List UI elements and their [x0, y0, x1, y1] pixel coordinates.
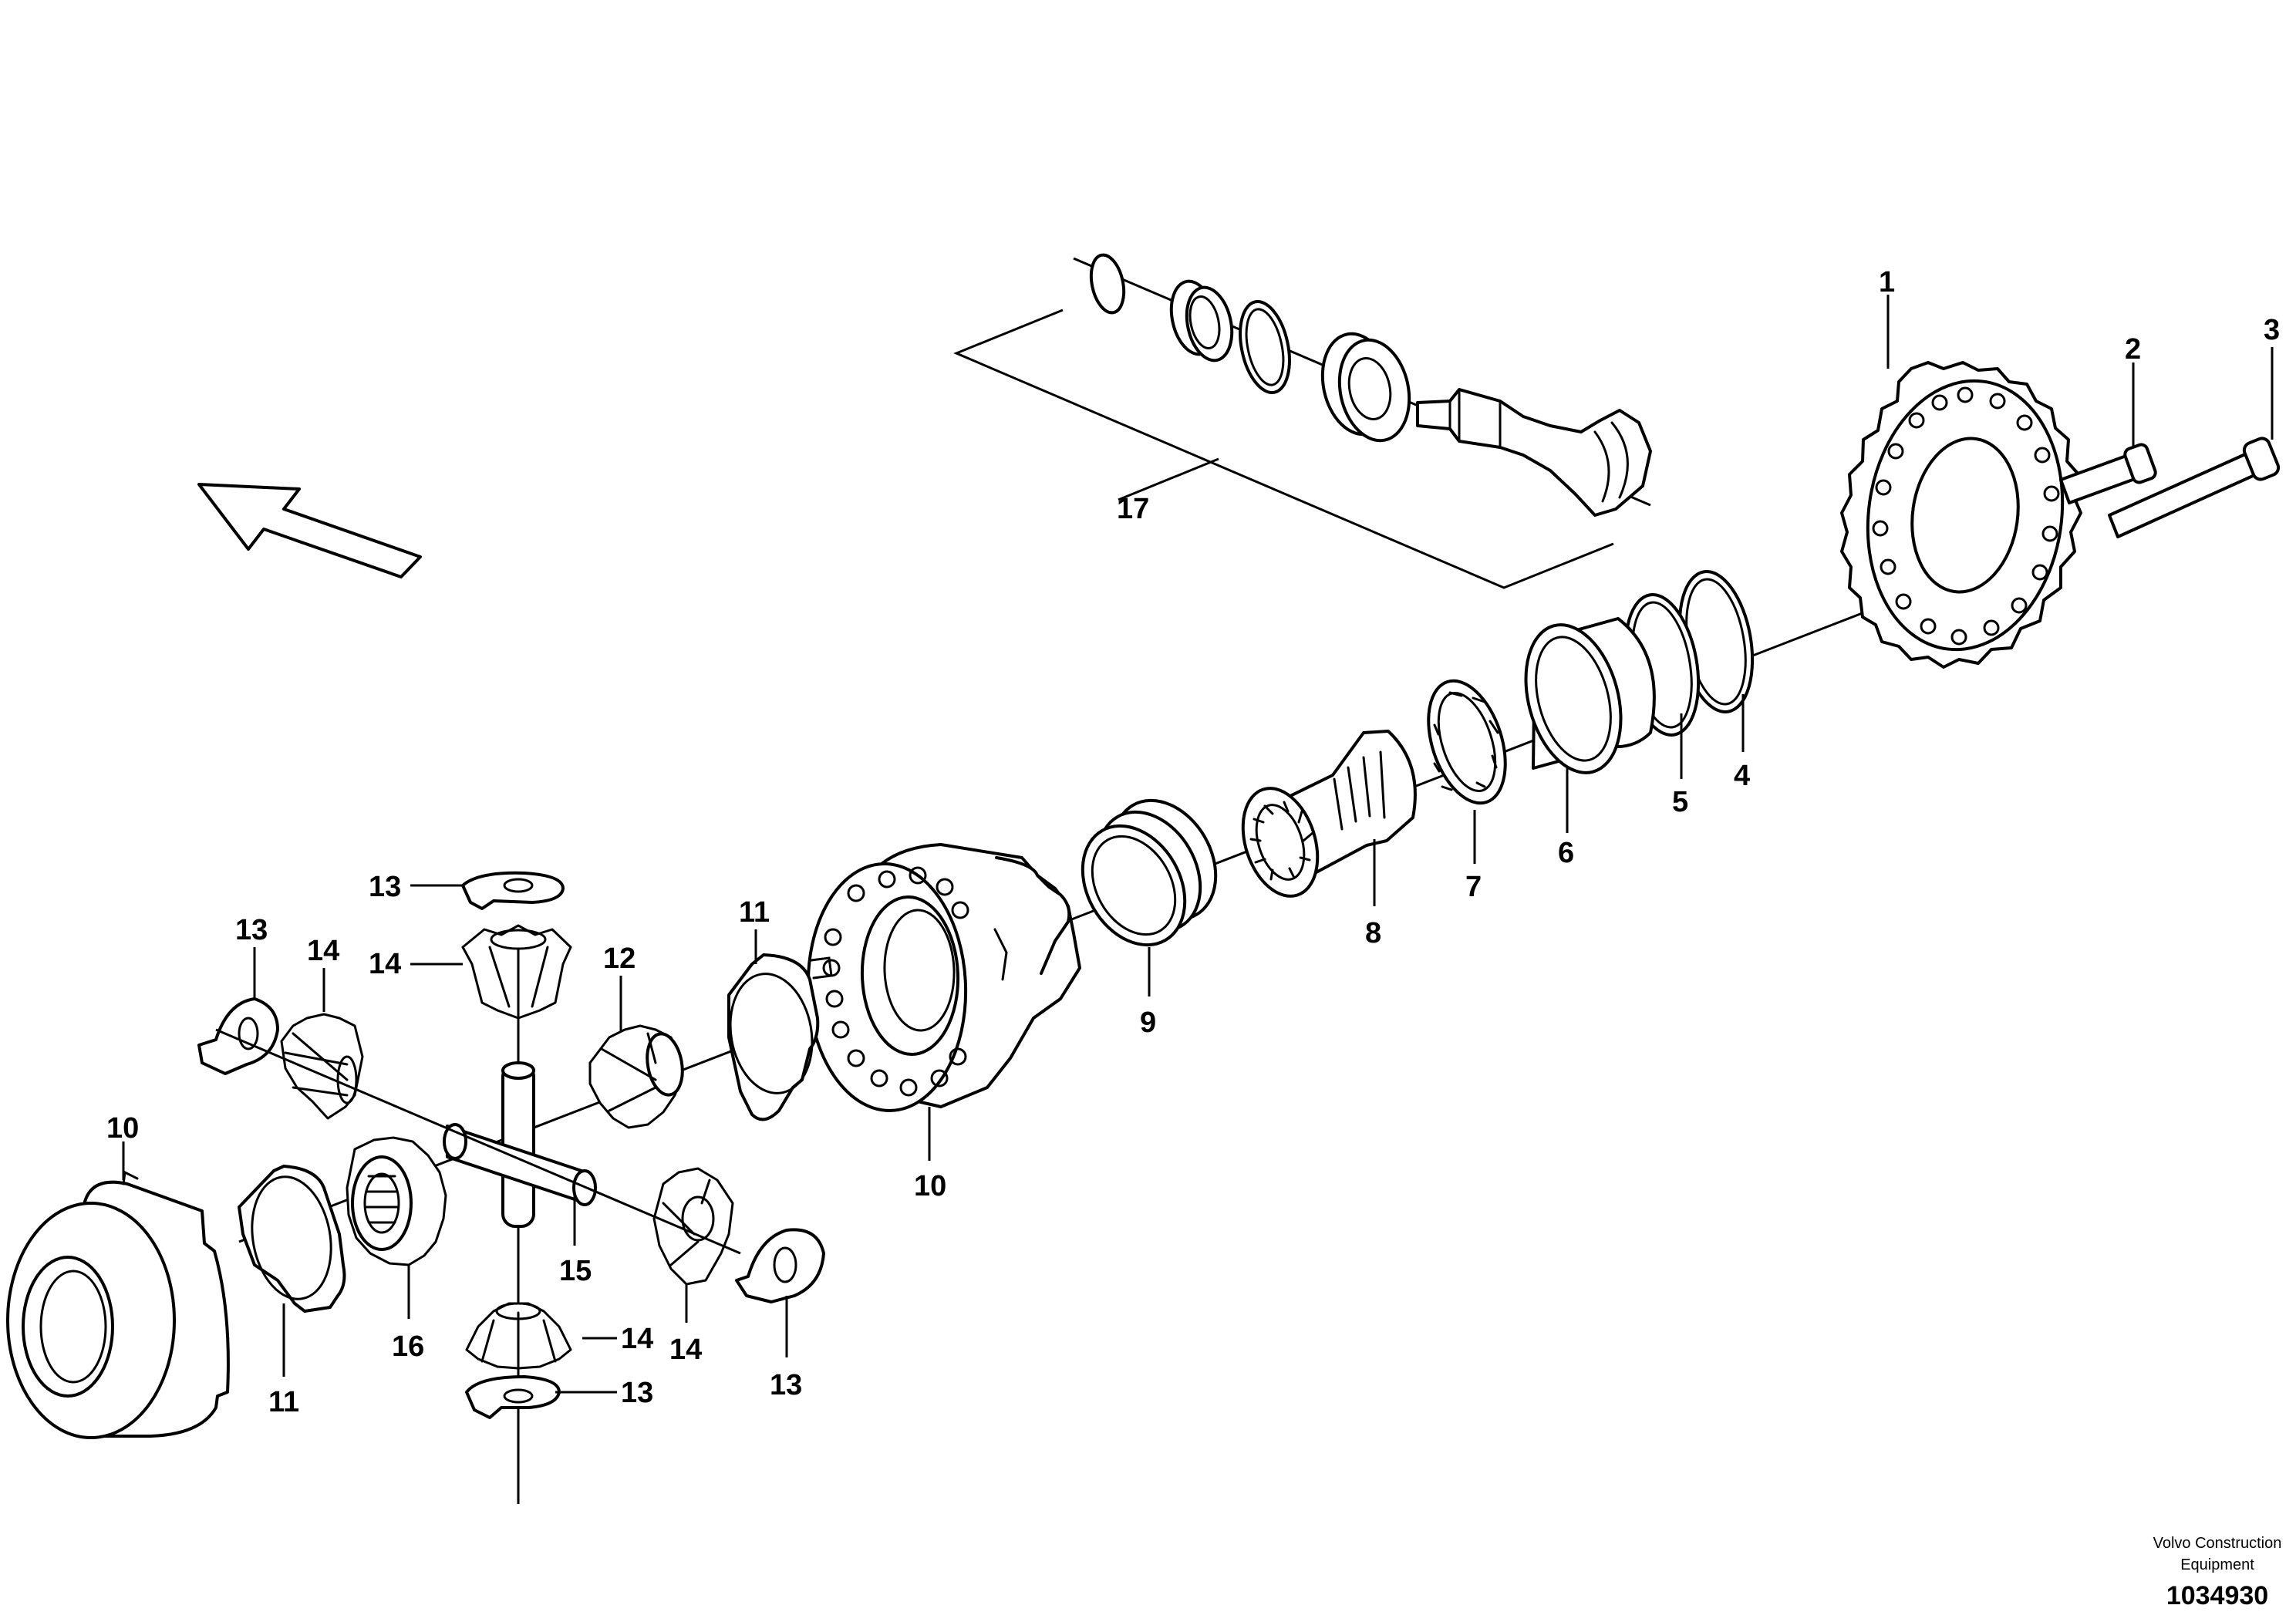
- roller-cage: [1427, 679, 1507, 805]
- callout-14-bottom: 14: [621, 1323, 653, 1355]
- side-gear-washer-right: [727, 953, 820, 1121]
- callout-11-right: 11: [739, 896, 770, 929]
- spider-washer-left: [197, 997, 279, 1075]
- document-number: 1034930: [2166, 1581, 2268, 1610]
- callout-11-left: 11: [268, 1386, 299, 1418]
- spider-gear-bottom: [465, 1302, 572, 1370]
- case-bolt-holes: [822, 866, 969, 1097]
- callout-10-right: 10: [914, 1170, 946, 1202]
- splined-hub: [1241, 730, 1417, 898]
- callout-13-bottom: 13: [621, 1377, 653, 1409]
- callout-7: 7: [1465, 871, 1482, 903]
- callout-13-right: 13: [770, 1369, 802, 1401]
- bolt-long: [2108, 437, 2281, 538]
- callout-14-right: 14: [669, 1334, 702, 1366]
- callout-17: 17: [1117, 493, 1149, 525]
- spider-gear-right: [652, 1167, 734, 1286]
- differential-case-right: [806, 843, 1081, 1112]
- front-direction-arrow-icon: [197, 483, 422, 578]
- leader-lines: [122, 295, 2274, 1394]
- spider-gear-top: [461, 924, 572, 1020]
- bolt-short: [2059, 443, 2157, 504]
- pinion-assembly: [953, 253, 1652, 589]
- spider-washer-right: [735, 1228, 825, 1303]
- spider-gear-left: [280, 1013, 364, 1120]
- crown-wheel-bolt-holes: [1872, 386, 2060, 646]
- callout-5: 5: [1672, 786, 1688, 818]
- callout-3: 3: [2264, 314, 2280, 346]
- callout-16: 16: [392, 1330, 424, 1363]
- callout-2: 2: [2125, 333, 2141, 366]
- crown-wheel: [1840, 361, 2082, 669]
- callout-6: 6: [1558, 837, 1574, 869]
- spider-cross: [443, 964, 597, 1504]
- credit-line-2: Equipment: [2180, 1556, 2254, 1573]
- callout-8: 8: [1365, 917, 1381, 949]
- callout-4: 4: [1734, 760, 1750, 792]
- callout-13-top: 13: [369, 871, 401, 903]
- differential-case-left: [6, 1170, 230, 1439]
- side-gear-right: [588, 1024, 684, 1129]
- callout-10-left: 10: [106, 1112, 139, 1145]
- callout-9: 9: [1140, 1007, 1156, 1039]
- callout-14-top: 14: [369, 948, 401, 980]
- bearing-cup: [1524, 617, 1656, 774]
- callout-13-left: 13: [235, 914, 268, 946]
- spider-washer-top: [461, 871, 565, 910]
- side-gear-washer-left: [238, 1165, 346, 1313]
- spider-washer-bottom: [465, 1375, 561, 1419]
- thrust-washer-set: [1081, 798, 1218, 947]
- side-gear-left: [346, 1136, 447, 1266]
- pinion-assembly-bracket: [953, 309, 1614, 589]
- callout-1: 1: [1879, 266, 1895, 298]
- callout-12: 12: [603, 943, 636, 975]
- credit-line-1: Volvo Construction: [2153, 1535, 2282, 1552]
- callout-15: 15: [559, 1255, 592, 1287]
- callout-labels: 1 2 3 4 5 6 7 8 9 10 10 11 11 12 13 13 1…: [106, 266, 2280, 1418]
- callout-14-left: 14: [307, 935, 339, 967]
